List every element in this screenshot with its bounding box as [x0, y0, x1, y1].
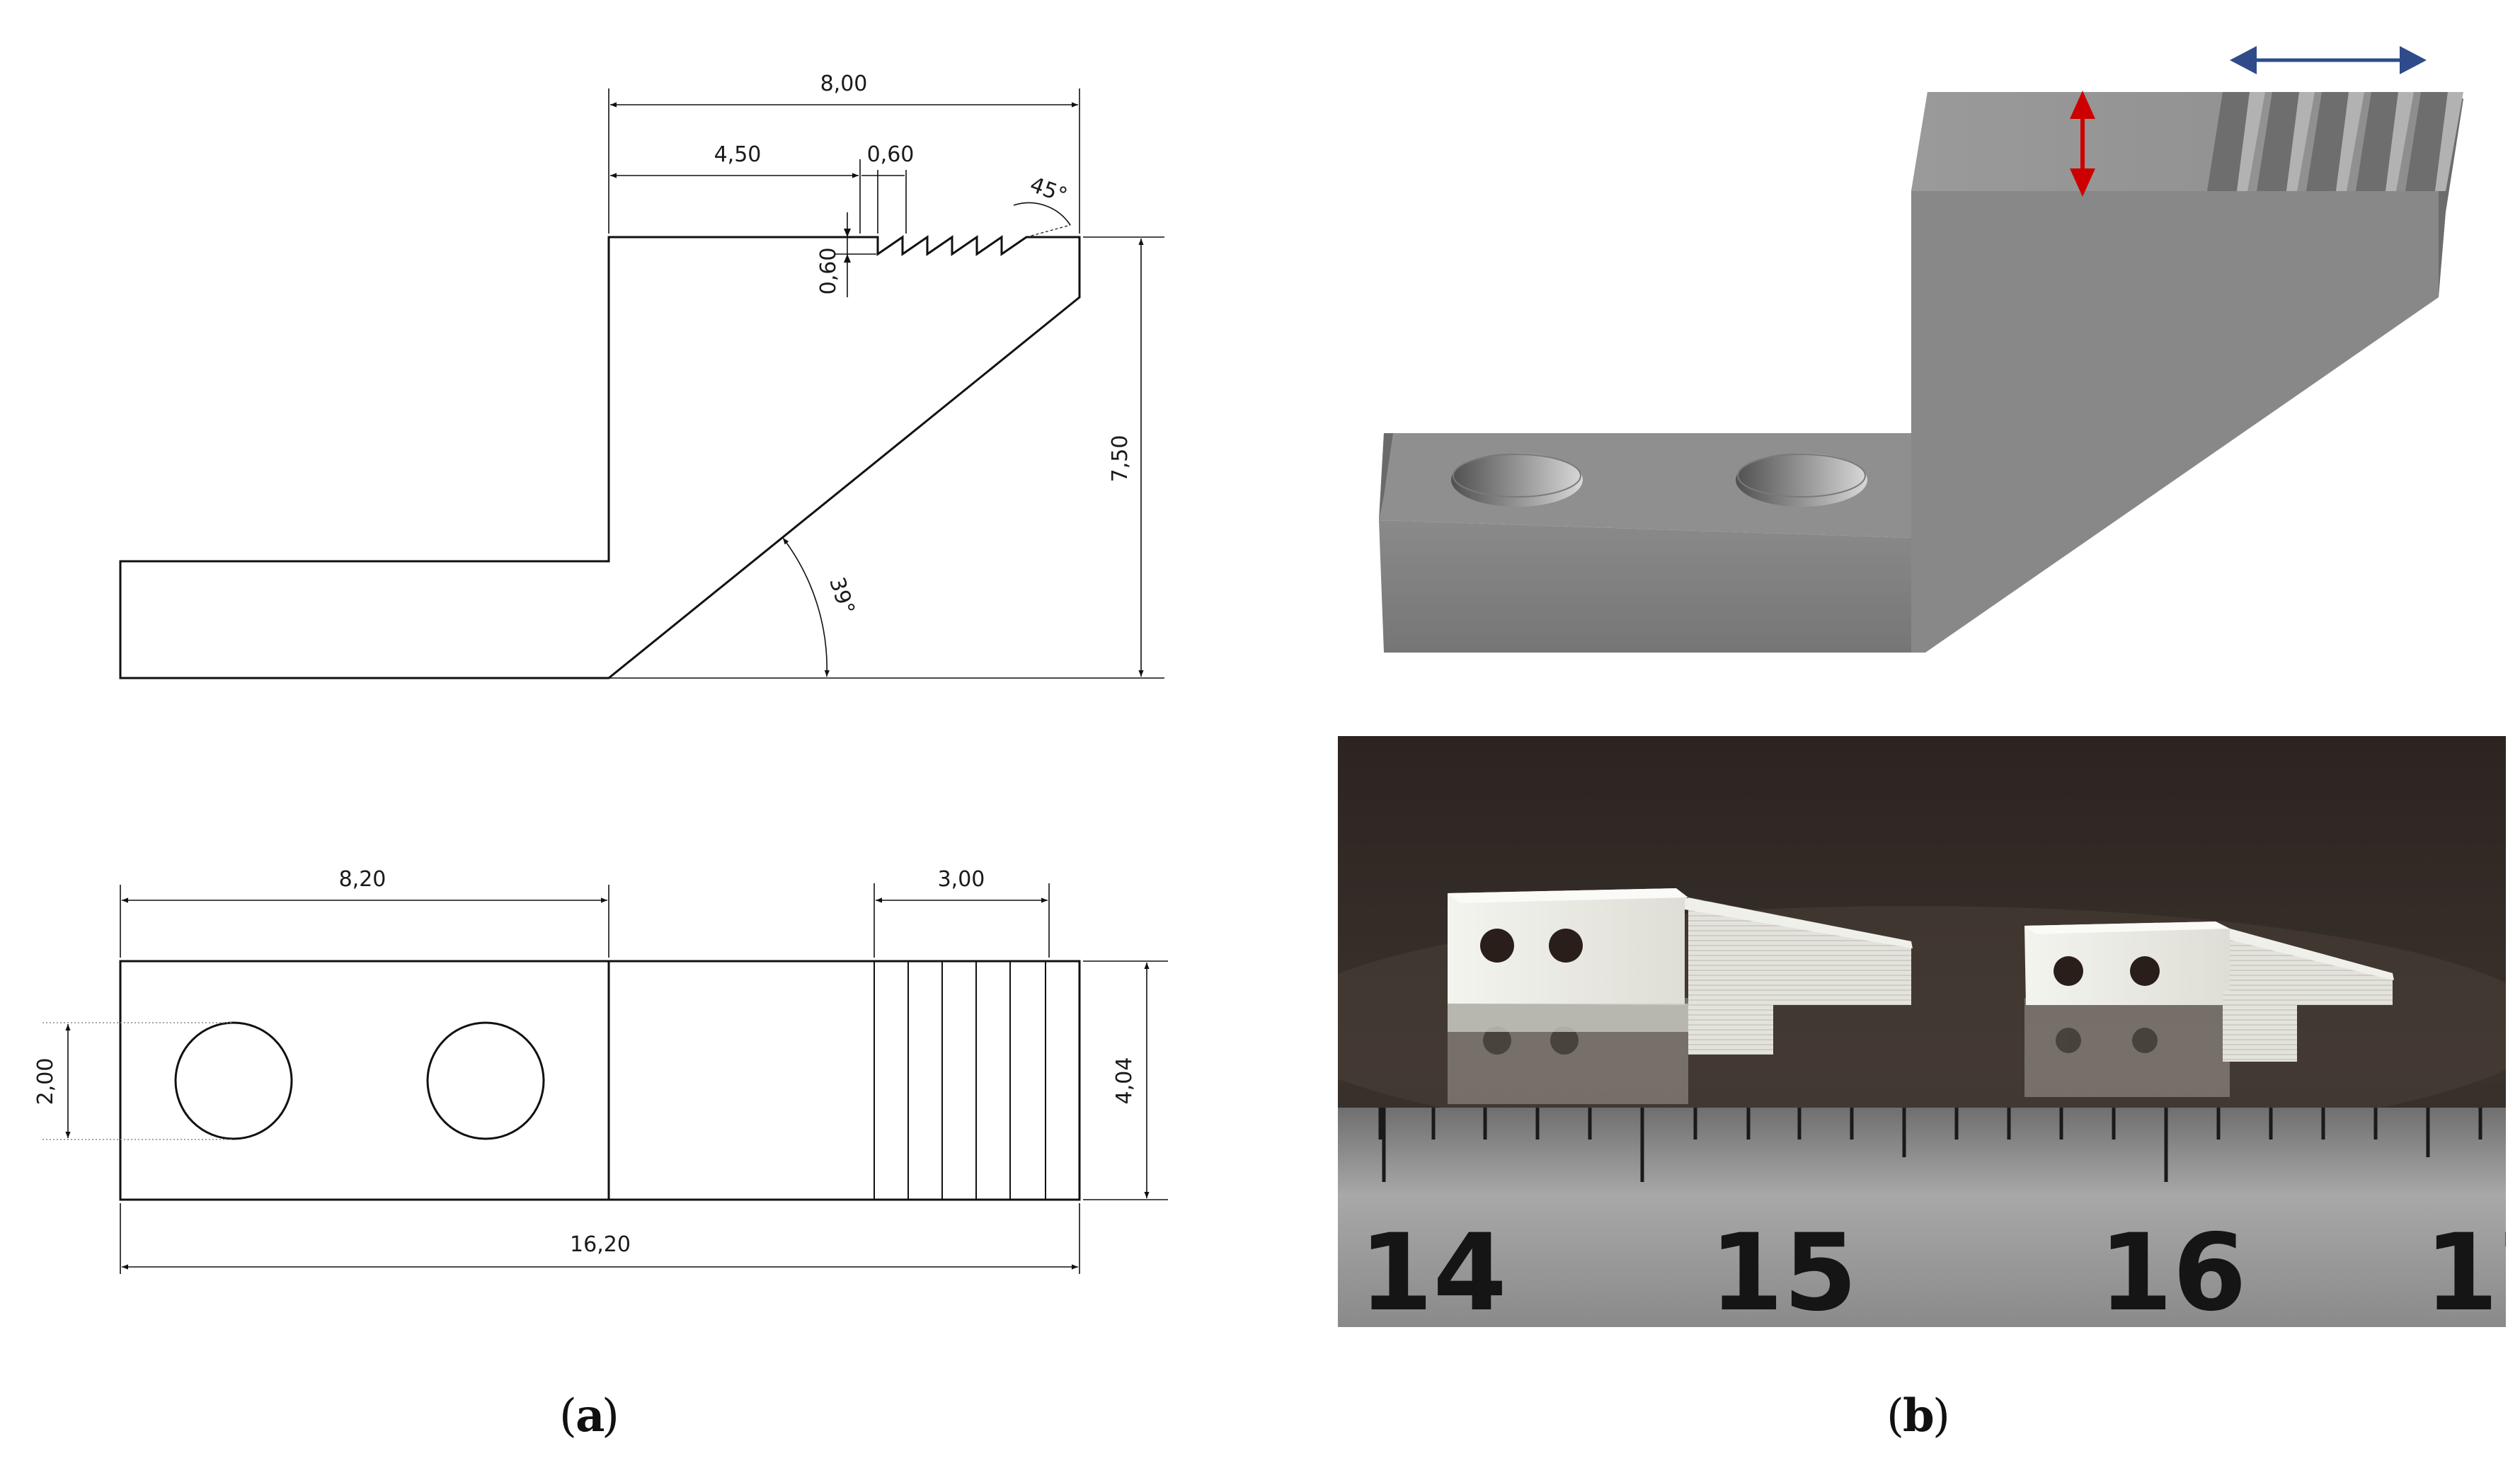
- dim-total-width-label: 8,00: [820, 71, 868, 96]
- ruler-label-15: 15: [1709, 1212, 1857, 1335]
- panel-b-3d-render: [1379, 46, 2463, 653]
- photo-ruler: [1338, 1108, 2506, 1327]
- dim-base-length-label: 8,20: [339, 867, 386, 892]
- dim-arc-slope-angle: [782, 537, 830, 677]
- hole-right: [426, 1021, 545, 1140]
- dim-flat-length-label: 4,50: [714, 142, 762, 167]
- hole-left: [174, 1021, 293, 1140]
- side-view-drawing: [119, 235, 1081, 679]
- ruler-ticks: [1378, 1108, 2482, 1182]
- ruler-label-14: 14: [1359, 1212, 1507, 1335]
- top-view-outline: [119, 960, 1081, 1201]
- dim-height-label: 7,50: [1108, 435, 1133, 483]
- dim-arc-tooth-angle: [1013, 202, 1071, 226]
- render-base-front-face: [1379, 520, 1911, 653]
- top-view-drawing: [119, 960, 1081, 1201]
- svg-text:(: (: [1886, 1390, 1904, 1442]
- caption-a-letter: a: [575, 1389, 605, 1442]
- photo-part-small: [2024, 922, 2394, 1062]
- side-view-outline: [119, 235, 1081, 679]
- svg-text:): ): [1932, 1390, 1950, 1442]
- ruler-label-17: 17: [2424, 1212, 2520, 1335]
- svg-text:): ): [602, 1390, 619, 1442]
- caption-b: ( b ): [1886, 1389, 1950, 1442]
- dim-slope-angle-label: 39°: [824, 574, 859, 617]
- dim-teeth-length-label: 3,00: [938, 867, 985, 892]
- top-view-extension-lines: [120, 883, 1168, 1274]
- dim-tooth-pitch-label: 0,60: [867, 142, 915, 167]
- top-view-teeth-lines: [874, 961, 1046, 1200]
- dim-hole-offset-label: 2,00: [33, 1058, 58, 1106]
- svg-text:(: (: [559, 1390, 577, 1442]
- dim-width-label: 4,04: [1112, 1057, 1137, 1105]
- render-teeth: [2207, 92, 2463, 191]
- caption-a: ( a ): [559, 1389, 619, 1442]
- side-view-extension-lines: [608, 88, 1164, 679]
- dim-total-length-label: 16,20: [570, 1232, 631, 1257]
- panel-b-photo: 14 15 16 17: [1338, 736, 2520, 1335]
- dim-tooth-height-label: 0,60: [816, 248, 841, 295]
- caption-b-letter: b: [1903, 1389, 1935, 1442]
- panel-a-drawings: 8,00 4,50 0,60 0,60 45° 7,50 39°: [33, 71, 1168, 1442]
- render-base-end-face: [1379, 433, 1393, 520]
- render-tower-front-face: [1911, 191, 2439, 653]
- photo-part-large: [1448, 888, 1913, 1055]
- ruler-label-16: 16: [2099, 1212, 2247, 1335]
